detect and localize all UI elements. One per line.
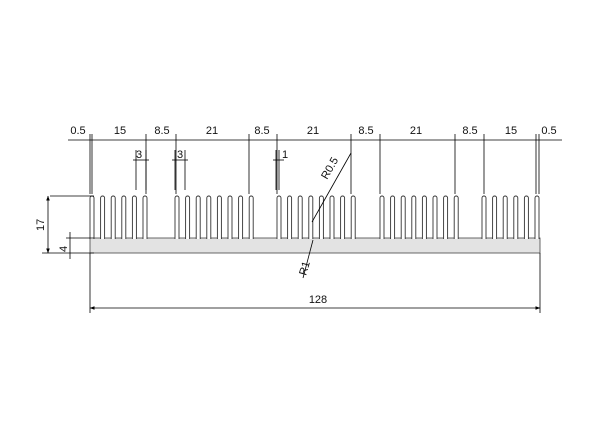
leader-r1 [302,239,314,279]
top-dimension-ticks [89,134,540,194]
fin-21 [340,195,346,239]
fin-9 [195,195,201,239]
dim-label-15-left: 15 [114,125,126,137]
fin-32 [492,195,498,239]
fin-20 [329,195,335,239]
fin-group [89,195,540,239]
fin-15 [276,195,282,239]
dim-label-8-5-a: 8.5 [154,125,169,137]
fin-13 [238,195,244,239]
fin-5 [131,195,137,239]
fin-24 [390,195,396,239]
fin-34 [513,195,519,239]
dim-label-8-5-d: 8.5 [462,125,477,137]
fin-6 [142,195,148,239]
fin-12 [227,195,233,239]
base-thickness-label: 4 [58,246,70,252]
fin-17 [297,195,303,239]
dim-label-21-b: 21 [307,125,319,137]
fin-33 [502,195,508,239]
fin-36 [534,195,540,239]
fin-30 [453,195,459,239]
fin-10 [206,195,212,239]
fin-23 [379,195,385,239]
base-plate [89,237,541,254]
fin-27 [421,195,427,239]
fin-4 [121,195,127,239]
dim-label-0-5-left: 0.5 [70,125,85,137]
fin-thickness-label: 1 [282,149,288,161]
fin-14 [248,195,254,239]
fin-31 [481,195,487,239]
dim-label-8-5-b: 8.5 [254,125,269,137]
fin-28 [432,195,438,239]
dim-label-21-c: 21 [410,125,422,137]
radius-label-r1: R1 [297,260,312,277]
dim-label-15-right: 15 [505,125,517,137]
fin-29 [443,195,449,239]
fin-22 [350,195,356,239]
fin-3 [110,195,116,239]
leader-r0-5 [311,152,352,223]
height-label: 17 [35,219,47,231]
fin-18 [308,195,314,239]
radius-label-r0-5: R0.5 [319,155,341,181]
overall-width-label: 128 [309,294,327,306]
fin-11 [216,195,222,239]
fin-35 [523,195,529,239]
fin-7 [174,195,180,239]
fin-1 [89,195,95,239]
gap-label-3-b: 3 [177,149,183,161]
dim-label-8-5-c: 8.5 [358,125,373,137]
dim-label-21-a: 21 [206,125,218,137]
fin-8 [185,195,191,239]
dim-label-0-5-right: 0.5 [541,125,556,137]
fin-26 [411,195,417,239]
fin-25 [400,195,406,239]
fin-16 [287,195,293,239]
fin-2 [100,195,106,239]
gap-label-3-a: 3 [136,149,142,161]
